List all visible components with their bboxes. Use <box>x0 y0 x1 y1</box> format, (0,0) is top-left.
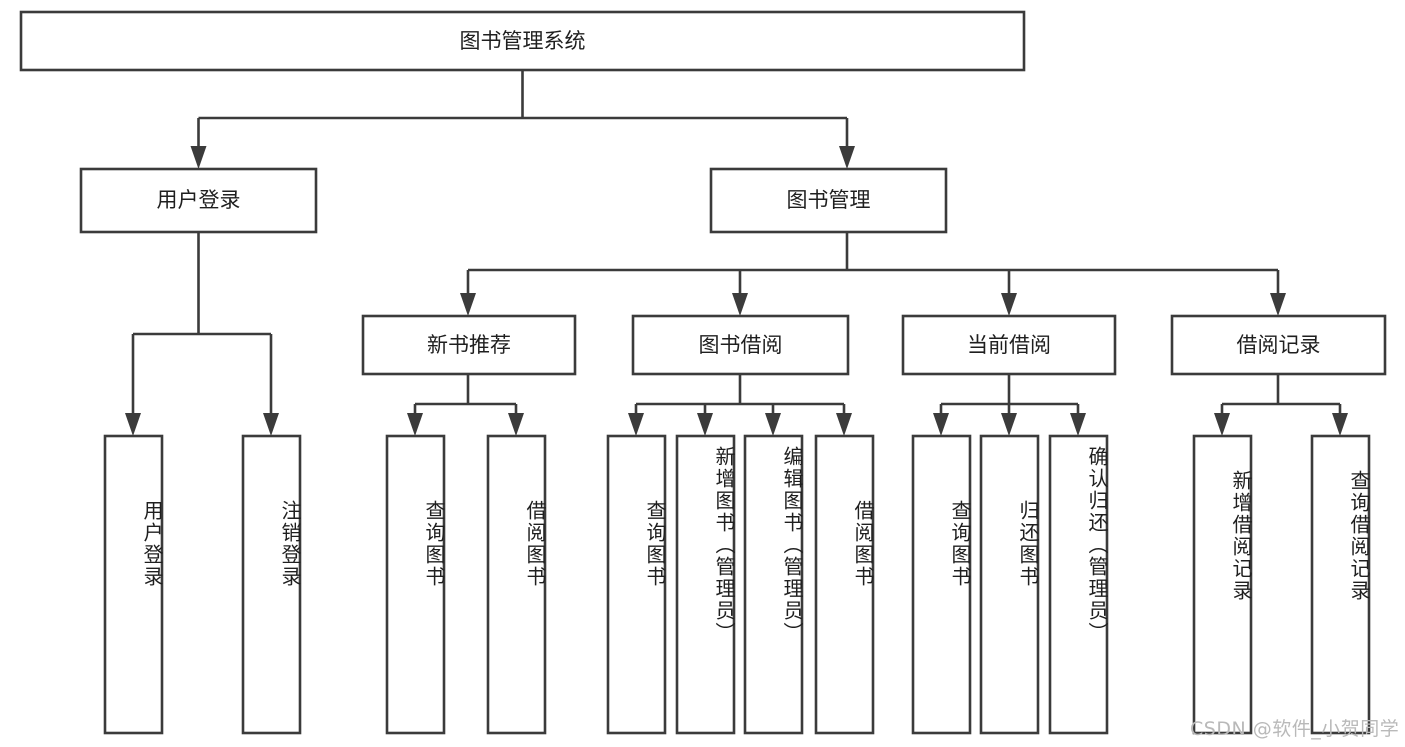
node-new-book-recommend-box[interactable] <box>361 314 577 376</box>
leaf-box-book-borrow-4[interactable] <box>814 434 875 735</box>
leaf-box-book-borrow-2[interactable] <box>675 434 736 735</box>
leaf-boxes-current-borrow <box>911 434 1109 735</box>
arrow-borrow-record-leaf-1 <box>1214 413 1230 436</box>
leaf-boxes-user-login <box>103 434 302 735</box>
node-user-login[interactable]: 用户登录 <box>79 167 318 234</box>
node-book-manage[interactable]: 图书管理 <box>709 167 948 234</box>
node-new-book-recommend[interactable]: 新书推荐 <box>361 314 577 376</box>
connectors-new-book-to-leaves <box>407 374 524 436</box>
leaf-box-current-borrow-3[interactable] <box>1048 434 1109 735</box>
arrow-new-book-leaf-1 <box>407 413 423 436</box>
leaf-box-borrow-record-2[interactable] <box>1310 434 1371 735</box>
node-book-manage-box[interactable] <box>709 167 948 234</box>
arrow-root-to-book-manage <box>839 146 855 169</box>
node-root[interactable]: 图书管理系统 <box>19 10 1026 72</box>
node-root-box[interactable] <box>19 10 1026 72</box>
node-user-login-label: 用户登录 <box>157 188 241 212</box>
arrow-root-to-user-login <box>190 146 207 169</box>
leaf-box-book-borrow-1[interactable] <box>606 434 667 735</box>
node-root-label: 图书管理系统 <box>460 29 586 53</box>
node-book-borrow-box[interactable] <box>631 314 850 376</box>
arrow-current-borrow-leaf-1 <box>933 413 949 436</box>
node-new-book-recommend-label: 新书推荐 <box>427 333 511 357</box>
arrow-level3-4 <box>1270 293 1286 316</box>
node-borrow-record[interactable]: 借阅记录 <box>1170 314 1387 376</box>
arrow-current-borrow-leaf-3 <box>1070 413 1086 436</box>
node-book-manage-label: 图书管理 <box>787 188 871 212</box>
node-borrow-record-label: 借阅记录 <box>1237 333 1321 357</box>
connectors-user-login-to-leaves <box>125 232 279 436</box>
node-current-borrow-label: 当前借阅 <box>967 333 1051 357</box>
leaf-box-new-book-1[interactable] <box>385 434 446 735</box>
leaf-boxes-borrow-record <box>1192 434 1371 735</box>
connectors-borrow-record-to-leaves <box>1214 374 1348 436</box>
arrow-borrow-record-leaf-2 <box>1332 413 1348 436</box>
leaf-box-new-book-2[interactable] <box>486 434 547 735</box>
leaf-box-user-login-1[interactable] <box>103 434 164 735</box>
arrow-book-borrow-leaf-1 <box>628 413 644 436</box>
leaf-boxes-book-borrow <box>606 434 875 735</box>
arrow-level3-1 <box>460 293 476 316</box>
arrow-user-login-leaf-1 <box>125 413 141 436</box>
arrow-user-login-leaf-2 <box>263 413 279 436</box>
connectors-book-manage-to-level3 <box>460 232 1286 316</box>
arrow-current-borrow-leaf-2 <box>1001 413 1017 436</box>
arrow-book-borrow-leaf-4 <box>836 413 852 436</box>
connectors-book-borrow-to-leaves <box>628 374 852 436</box>
leaf-box-current-borrow-1[interactable] <box>911 434 972 735</box>
arrow-level3-3 <box>1001 293 1017 316</box>
arrow-book-borrow-leaf-2 <box>697 413 713 436</box>
node-book-borrow[interactable]: 图书借阅 <box>631 314 850 376</box>
leaf-box-current-borrow-2[interactable] <box>979 434 1040 735</box>
arrow-level3-2 <box>732 293 748 316</box>
arrow-book-borrow-leaf-3 <box>765 413 781 436</box>
leaf-box-user-login-2[interactable] <box>241 434 302 735</box>
leaf-box-borrow-record-1[interactable] <box>1192 434 1253 735</box>
node-current-borrow-box[interactable] <box>901 314 1117 376</box>
leaf-box-book-borrow-3[interactable] <box>743 434 804 735</box>
connectors-current-borrow-to-leaves <box>933 374 1086 436</box>
node-current-borrow[interactable]: 当前借阅 <box>901 314 1117 376</box>
node-borrow-record-box[interactable] <box>1170 314 1387 376</box>
node-user-login-box[interactable] <box>79 167 318 234</box>
csdn-watermark: CSDN @软件_小贺同学 <box>1190 718 1400 740</box>
connectors-root-to-level2 <box>190 70 855 169</box>
arrow-new-book-leaf-2 <box>508 413 524 436</box>
leaf-boxes-new-book-recommend <box>385 434 547 735</box>
node-book-borrow-label: 图书借阅 <box>699 333 783 357</box>
